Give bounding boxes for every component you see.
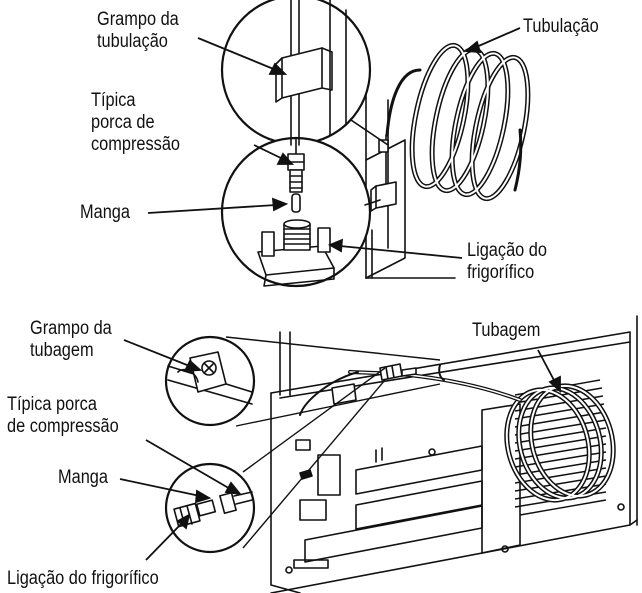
- label-ligacao-bottom: Ligação do frigorífico: [7, 568, 159, 589]
- label-grampo-tubulacao: Grampo da tubulação: [97, 9, 179, 52]
- label-porca-top: Típica porca de compressão: [91, 90, 181, 155]
- bottom-leader-arrows: [119, 339, 561, 561]
- top-magnifier-details: [257, 0, 389, 287]
- label-manga-bottom: Manga: [58, 467, 108, 488]
- label-tubulacao: Tubulação: [523, 16, 599, 37]
- label-grampo-tubagem: Grampo da tubagem: [30, 318, 112, 361]
- label-manga-top: Manga: [80, 202, 130, 223]
- top-leader-arrows: [147, 27, 521, 259]
- bottom-fridge-illustration: [270, 315, 638, 593]
- bottom-connection-lines: [225, 336, 441, 549]
- label-porca-bottom: Típica porca de compressão: [7, 394, 119, 437]
- label-tubagem: Tubagem: [472, 320, 541, 341]
- label-ligacao-top: Ligação do frigorífico: [467, 240, 547, 283]
- bottom-fittings: [331, 363, 417, 405]
- tubing-coil: [385, 42, 531, 202]
